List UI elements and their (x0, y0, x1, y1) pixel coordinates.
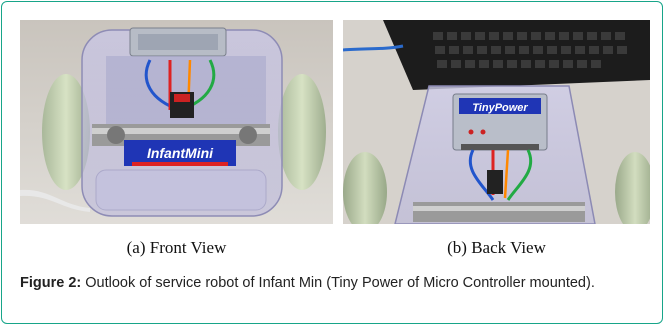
figure-label: Figure 2: (20, 275, 82, 291)
svg-text:TinyPower: TinyPower (472, 102, 528, 114)
subcaption-back-view: (b) Back View (447, 238, 546, 257)
svg-text:InfantMini: InfantMini (147, 145, 214, 161)
figure-caption-text: Outlook of service robot of Infant Min (… (85, 275, 595, 291)
figure-caption: Figure 2: Outlook of service robot of In… (20, 273, 650, 293)
back-view-photo: TinyPower (343, 20, 650, 224)
front-view-photo: InfantMini (20, 20, 333, 224)
subcaption-front-view: (a) Front View (126, 238, 227, 257)
